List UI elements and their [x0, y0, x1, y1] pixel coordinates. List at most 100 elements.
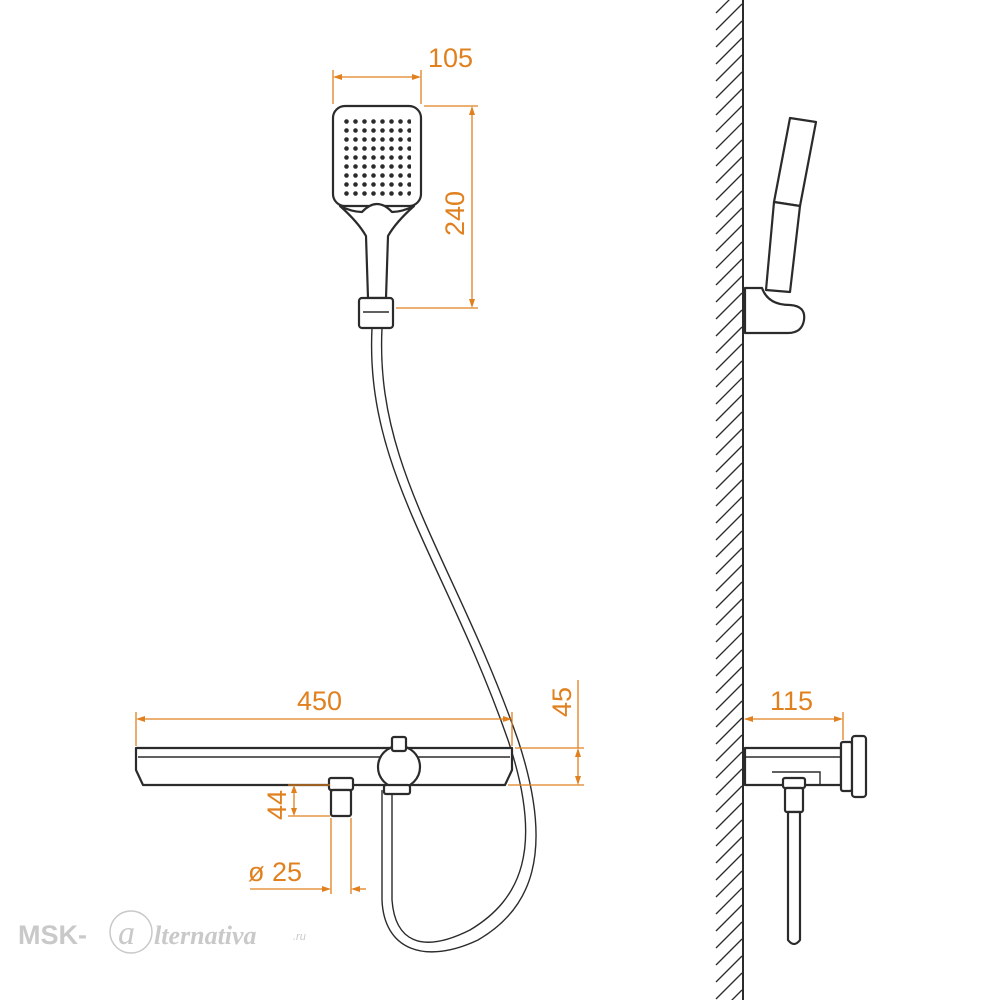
hatch-line — [715, 139, 743, 167]
hatch-line — [715, 615, 743, 643]
hatch-line — [715, 343, 743, 371]
hatch-line — [715, 20, 743, 48]
hatch-line — [715, 479, 743, 507]
watermark-prefix: MSK- — [18, 920, 87, 950]
hatch-line — [715, 700, 743, 728]
shower-nozzles — [343, 117, 411, 197]
hatch-line — [715, 632, 743, 660]
hatch-line — [715, 71, 743, 99]
hatch-line — [715, 377, 743, 405]
dim-inlet-diameter: ø 25 — [248, 818, 366, 894]
hatch-line — [715, 156, 743, 184]
hatch-line — [731, 989, 743, 1000]
hatch-line — [715, 445, 743, 473]
water-inlet — [329, 788, 353, 818]
hatch-line — [715, 37, 743, 65]
mixer-lever — [390, 735, 408, 753]
dim-label-head-width: 105 — [428, 43, 473, 73]
hatch-line — [715, 581, 743, 609]
hatch-line — [715, 785, 743, 813]
side-hand-shower — [743, 116, 818, 335]
hatch-line — [715, 887, 743, 915]
hatch-line — [715, 207, 743, 235]
watermark-suffix: .ru — [293, 931, 306, 943]
hatch-line — [715, 513, 743, 541]
hatch-line — [715, 938, 743, 966]
dim-inlet-height: 44 — [262, 784, 330, 820]
shower-hose — [370, 327, 537, 953]
dim-shelf-length: 450 — [135, 686, 513, 746]
hatch-line — [715, 802, 743, 830]
hatch-line — [715, 717, 743, 745]
hatch-line — [715, 428, 743, 456]
hatch-line — [715, 870, 743, 898]
dim-head-width: 105 — [332, 43, 473, 104]
hatch-line — [715, 530, 743, 558]
hatch-line — [715, 972, 743, 1000]
hatch-line — [715, 547, 743, 575]
side-holder — [743, 286, 806, 335]
watermark-logo: MSK- a lternativa .ru — [18, 910, 306, 954]
hatch-line — [715, 292, 743, 320]
hatch-line — [715, 309, 743, 337]
hatch-line — [715, 173, 743, 201]
mixer-knob — [376, 744, 422, 790]
hatch-line — [715, 411, 743, 439]
side-inlet-pipe — [786, 810, 802, 946]
front-view: 105 240 450 45 — [134, 43, 584, 953]
hand-shower — [331, 104, 423, 330]
hose-connector — [382, 783, 412, 796]
hatch-line — [715, 105, 743, 133]
side-shelf — [743, 734, 868, 946]
dim-label-inlet-diameter: ø 25 — [248, 857, 302, 887]
hatch-line — [715, 683, 743, 711]
wall-hatching — [715, 0, 743, 1000]
hatch-line — [715, 564, 743, 592]
hatch-line — [715, 224, 743, 252]
dim-shelf-thickness: 45 — [508, 680, 584, 786]
side-knob — [850, 734, 868, 799]
hatch-line — [715, 836, 743, 864]
hatch-line — [715, 496, 743, 524]
hatch-line — [715, 3, 743, 31]
side-knob-base — [839, 740, 854, 793]
hatch-line — [715, 462, 743, 490]
hatch-line — [715, 275, 743, 303]
hatch-line — [715, 394, 743, 422]
hatch-line — [715, 819, 743, 847]
hatch-line — [715, 241, 743, 269]
side-view: 115 — [715, 0, 868, 1000]
hatch-line — [715, 122, 743, 150]
dim-label-inlet-height: 44 — [262, 790, 292, 820]
shower-holder — [357, 296, 395, 330]
hatch-line — [715, 921, 743, 949]
hatch-line — [715, 734, 743, 762]
water-inlet-nut — [327, 776, 355, 792]
dim-label-wall-projection: 115 — [770, 686, 813, 716]
hatch-line — [715, 598, 743, 626]
shower-neck — [338, 202, 416, 300]
hatch-line — [715, 54, 743, 82]
watermark-rest: lternativa — [154, 921, 257, 950]
hatch-line — [715, 649, 743, 677]
hatch-line — [715, 904, 743, 932]
dim-head-height: 240 — [396, 105, 478, 309]
hatch-line — [715, 955, 743, 983]
wall — [715, 0, 744, 1000]
hatch-line — [715, 88, 743, 116]
hatch-line — [715, 190, 743, 218]
shelf-mixer — [134, 735, 514, 818]
shelf-body — [134, 746, 514, 787]
hatch-line — [715, 326, 743, 354]
hatch-line — [715, 768, 743, 796]
dim-label-head-height: 240 — [440, 191, 470, 236]
hatch-line — [715, 0, 730, 14]
hatch-line — [715, 360, 743, 388]
hatch-line — [715, 853, 743, 881]
dim-label-shelf-length: 450 — [297, 686, 342, 716]
hatch-line — [715, 258, 743, 286]
dim-label-shelf-thickness: 45 — [547, 687, 577, 717]
watermark-letter: a — [118, 915, 135, 952]
dim-wall-projection: 115 — [744, 686, 844, 740]
